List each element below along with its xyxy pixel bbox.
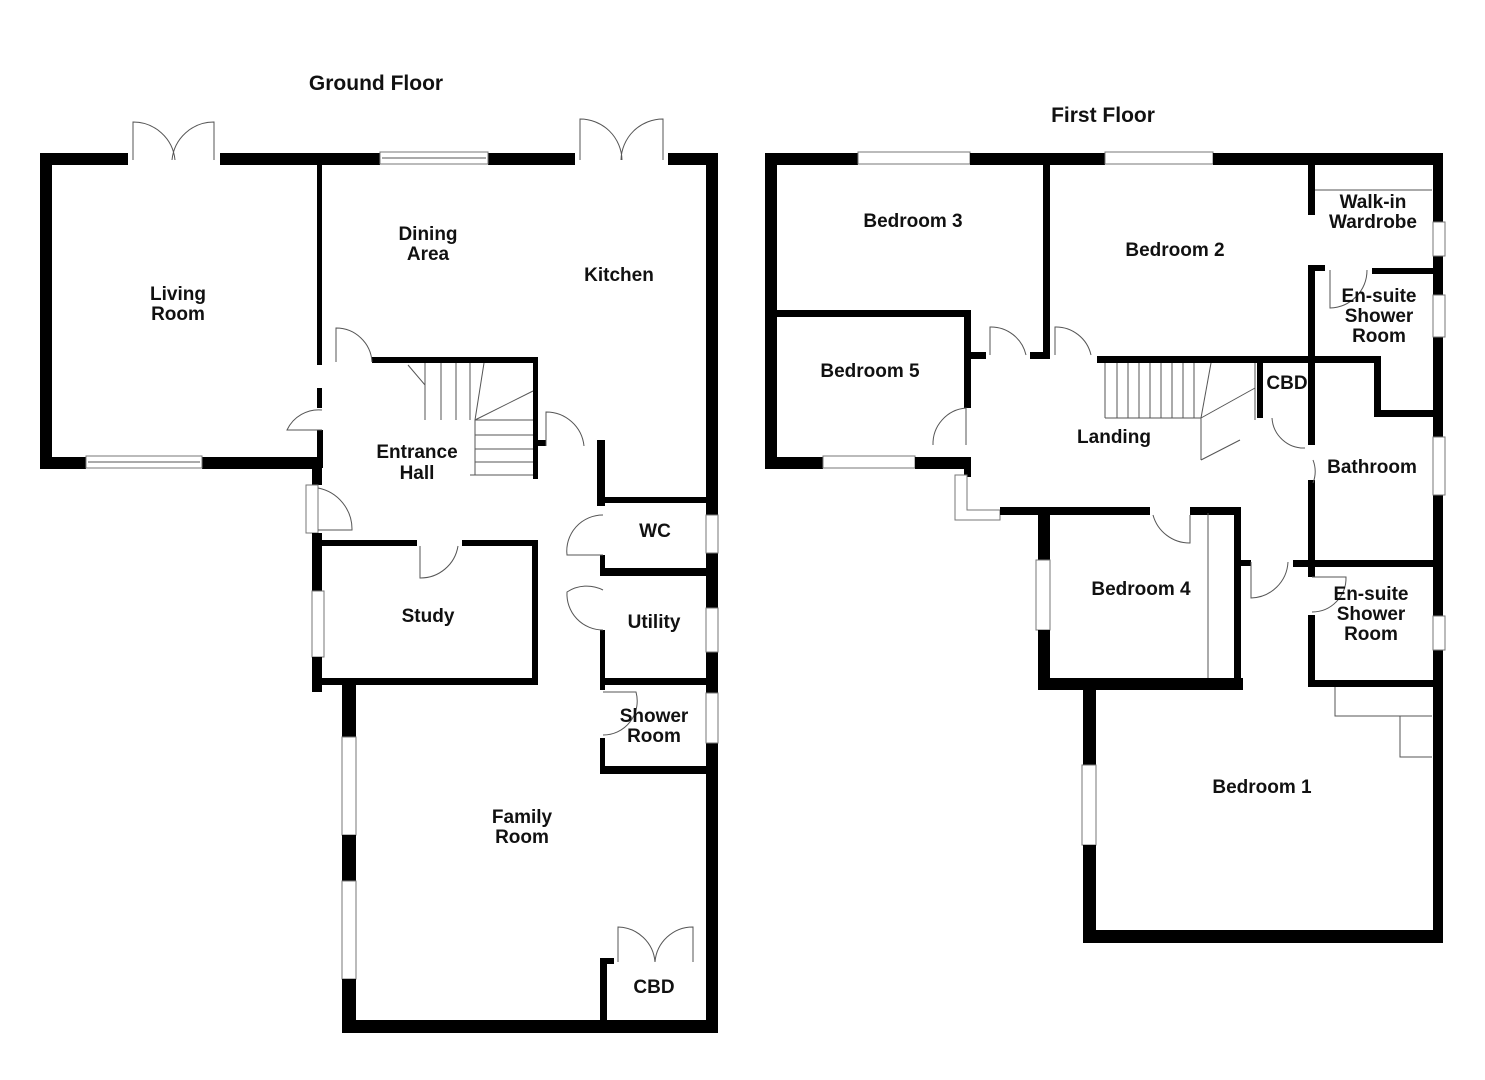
room-label-ensuite1-2: Shower xyxy=(1345,306,1414,327)
first-floor-title: First Floor xyxy=(1051,104,1155,127)
window xyxy=(1432,615,1446,651)
room-label-living-room-1: Living xyxy=(150,284,206,305)
room-label-utility: Utility xyxy=(628,612,681,633)
window xyxy=(822,455,916,469)
room-label-shower-1: Shower xyxy=(620,706,689,727)
staircase xyxy=(407,362,534,476)
window xyxy=(705,692,719,744)
room-label-family-2: Room xyxy=(495,827,549,848)
room-label-wc: WC xyxy=(639,521,671,542)
room-label-ensuite2-3: Room xyxy=(1344,624,1398,645)
room-label-cbd: CBD xyxy=(1266,373,1307,394)
window xyxy=(1432,221,1446,257)
french-doors-kitchen xyxy=(579,118,664,161)
room-label-cbd: CBD xyxy=(633,977,674,998)
room-label-entrance-2: Hall xyxy=(400,463,435,484)
room-label-dining-2: Area xyxy=(407,244,450,265)
window xyxy=(1432,294,1446,338)
room-label-dining-1: Dining xyxy=(398,224,457,245)
room-label-bedroom-3: Bedroom 3 xyxy=(863,211,962,232)
window xyxy=(1081,764,1097,846)
front-door xyxy=(305,484,319,534)
room-label-bedroom-5: Bedroom 5 xyxy=(820,361,920,382)
room-label-walkin-2: Wardrobe xyxy=(1329,212,1417,233)
window xyxy=(1035,559,1051,631)
room-label-kitchen: Kitchen xyxy=(584,265,654,286)
window xyxy=(1432,436,1446,496)
ground-floor-plan: Ground Floor xyxy=(40,72,719,1033)
ground-floor-title: Ground Floor xyxy=(309,72,443,95)
staircase xyxy=(1104,362,1256,461)
window xyxy=(705,514,719,554)
window xyxy=(857,151,971,165)
window xyxy=(341,880,357,980)
first-floor-plan: First Floor xyxy=(765,104,1446,943)
window xyxy=(705,607,719,653)
room-label-bathroom: Bathroom xyxy=(1327,457,1417,478)
room-label-ensuite1-3: Room xyxy=(1352,326,1406,347)
room-label-bedroom-4: Bedroom 4 xyxy=(1091,579,1191,600)
window xyxy=(341,736,357,836)
room-label-shower-2: Room xyxy=(627,726,681,747)
cbd-doors xyxy=(617,926,694,963)
room-label-study: Study xyxy=(402,606,455,627)
room-label-landing: Landing xyxy=(1077,427,1151,448)
room-label-ensuite1-1: En-suite xyxy=(1342,286,1417,307)
room-label-entrance-1: Entrance xyxy=(376,442,457,463)
room-label-ensuite2-1: En-suite xyxy=(1334,584,1409,605)
window xyxy=(311,590,325,658)
french-doors-living xyxy=(132,121,215,161)
room-label-bedroom-2: Bedroom 2 xyxy=(1125,240,1224,261)
room-label-ensuite2-2: Shower xyxy=(1337,604,1406,625)
room-label-family-1: Family xyxy=(492,807,553,828)
room-label-walkin-1: Walk-in xyxy=(1340,192,1407,213)
window xyxy=(1104,151,1214,165)
room-label-bedroom-1: Bedroom 1 xyxy=(1212,777,1312,798)
room-label-living-room-2: Room xyxy=(151,304,205,325)
